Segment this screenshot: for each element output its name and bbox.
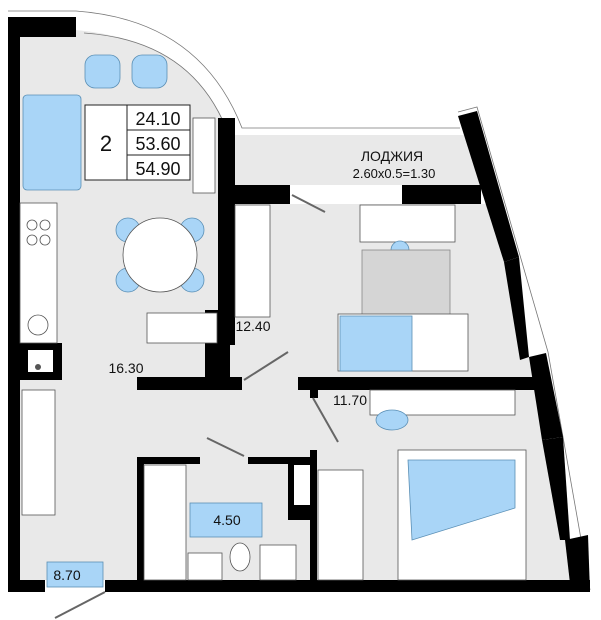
loggia-title: ЛОДЖИЯ bbox=[361, 148, 423, 164]
hallway-area: 8.70 bbox=[53, 567, 80, 583]
bedroom-1-area: 12.40 bbox=[235, 318, 270, 334]
shower bbox=[146, 312, 218, 344]
bed-2-blanket bbox=[407, 459, 516, 541]
armchair bbox=[84, 54, 121, 89]
washing-machine bbox=[259, 544, 297, 581]
sofa bbox=[22, 94, 82, 191]
apartment-summary: 2 24.10 53.60 54.90 bbox=[84, 104, 191, 181]
bathtub bbox=[143, 464, 187, 581]
toilet bbox=[229, 542, 251, 572]
bath-mat bbox=[189, 502, 263, 538]
doors bbox=[54, 194, 339, 619]
armchair bbox=[131, 54, 168, 89]
desk bbox=[359, 204, 456, 243]
bedroom-2-area: 11.70 bbox=[333, 392, 367, 408]
living-area: 24.10 bbox=[135, 109, 180, 129]
tv-stand bbox=[192, 117, 216, 194]
walls bbox=[8, 17, 590, 592]
total-with-loggia: 54.90 bbox=[135, 159, 180, 179]
kitchen-living-area: 16.30 bbox=[108, 360, 143, 376]
bathroom-area: 4.50 bbox=[213, 512, 240, 528]
hallway-mat bbox=[46, 561, 104, 588]
rooms-count: 2 bbox=[100, 131, 112, 156]
washbasin bbox=[187, 552, 223, 581]
bed-1-blanket bbox=[339, 315, 413, 372]
dining-table bbox=[122, 217, 198, 293]
loggia-formula: 2.60x0.5=1.30 bbox=[353, 166, 436, 181]
furniture bbox=[19, 54, 527, 581]
total-area: 53.60 bbox=[135, 134, 180, 154]
facade-outline bbox=[8, 10, 460, 129]
sink bbox=[27, 314, 49, 336]
